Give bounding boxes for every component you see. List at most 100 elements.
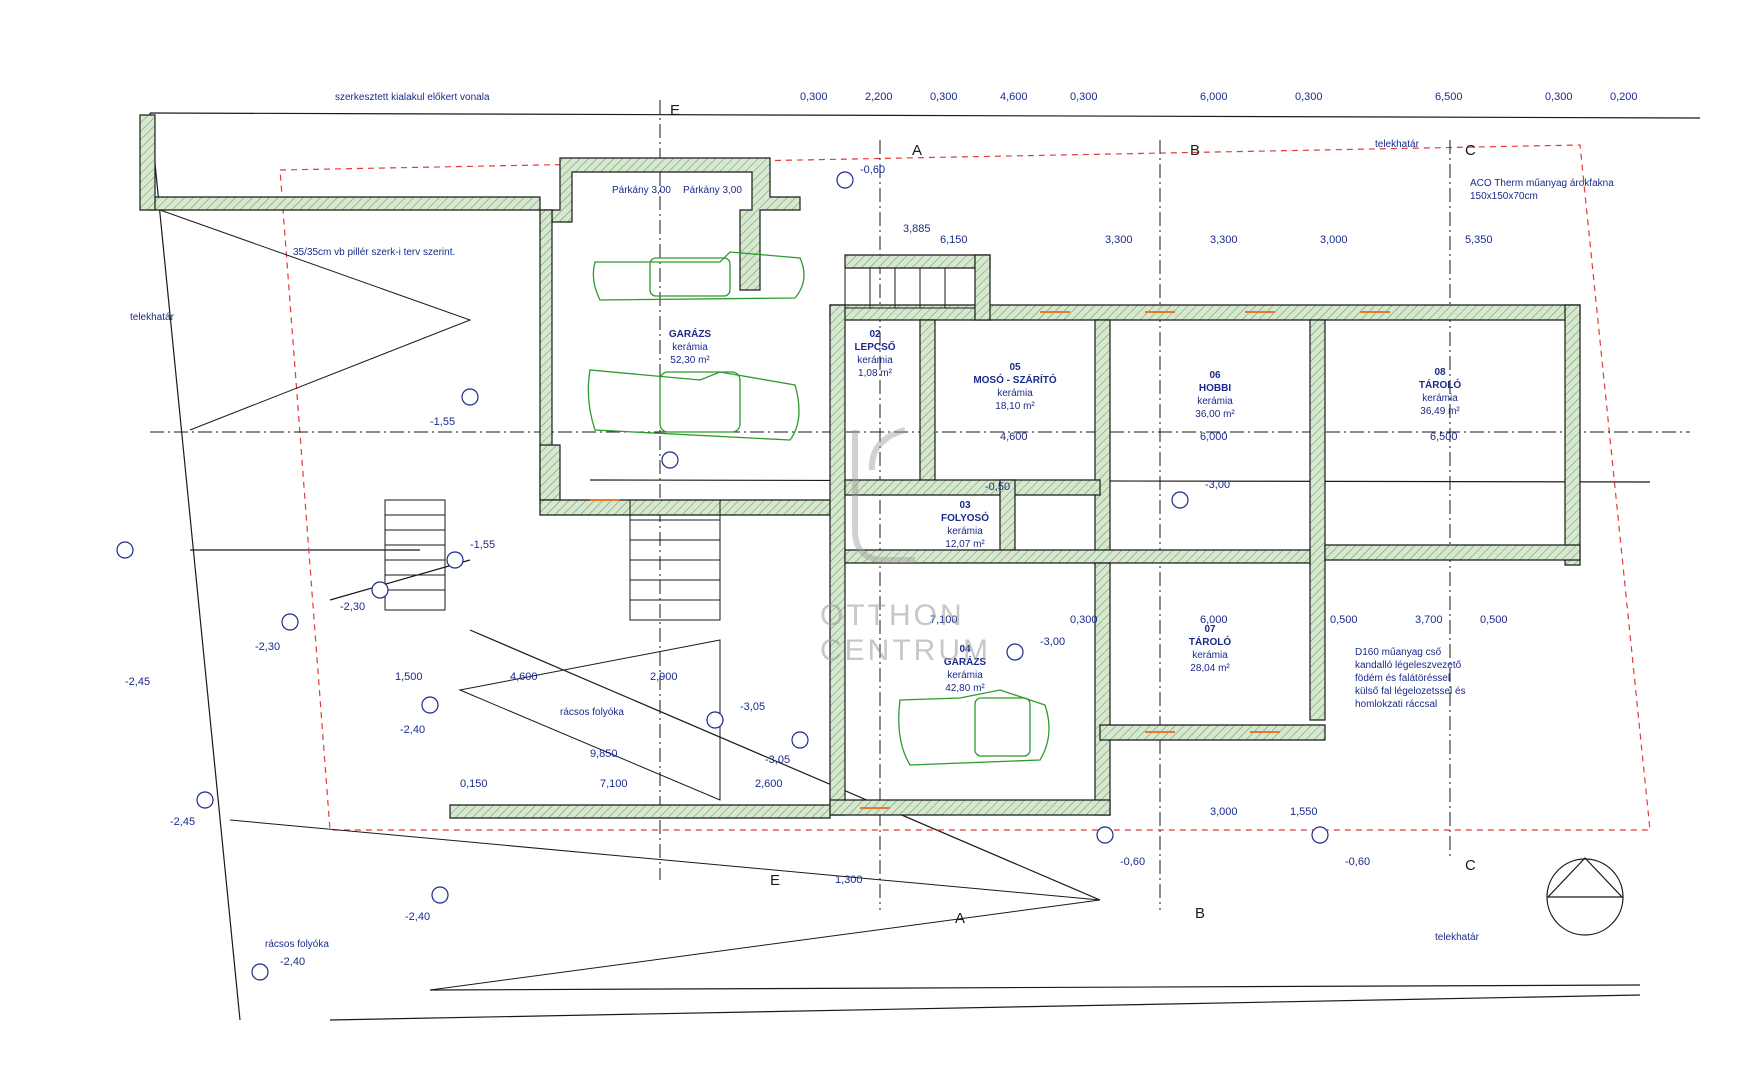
dim-label: 2,600 [755,778,783,790]
plot-boundary-lines [149,112,1701,1021]
room-moso: 05 MOSÓ - SZÁRÍTÓ kerámia 18,10 m² [973,362,1057,412]
dim-label: 0,300 [1545,91,1573,103]
dim-label: 7,100 [930,614,958,626]
dim-label: 3,700 [1415,614,1443,626]
room-garazs-4: 04 GARÁZS kerámia 42,80 m² [944,644,987,694]
dim-label: 0,150 [460,778,488,790]
dim-label: 2,200 [865,91,893,103]
room-area: 12,07 m² [945,539,985,550]
level-label: -2,45 [125,676,150,688]
axis-label-a-top: A [912,142,922,159]
room-finish: kerámia [947,670,983,681]
room-number: 02 [869,329,881,340]
axis-label-b-bottom: B [1195,905,1205,922]
room-name: MOSÓ - SZÁRÍTÓ [973,373,1057,386]
level-label: -2,45 [170,816,195,828]
level-label: -1,55 [470,539,495,551]
room-finish: kerámia [857,355,893,366]
room-finish: kerámia [1197,396,1233,407]
dim-label: 0,300 [1295,91,1323,103]
dim-label: 0,200 [1610,91,1638,103]
room-area: 36,00 m² [1195,409,1235,420]
note-aco-2: 150x150x70cm [1470,191,1538,202]
car-drawings [587,251,1050,766]
dim-label: 6,000 [1200,614,1228,626]
dim-label: 4,600 [1000,431,1028,443]
dim-label: 6,000 [1200,431,1228,443]
dim-label: 3,300 [1105,234,1133,246]
dim-label: 7,100 [600,778,628,790]
room-number: 04 [959,644,971,655]
room-tarolo-8: 08 TÁROLÓ kerámia 36,49 m² [1419,367,1461,417]
level-label: -0,60 [1345,856,1370,868]
level-labels: -1,55 -1,55 -2,30 -2,30 -2,45 -2,45 -2,4… [125,164,1370,968]
dim-label: 0,500 [1330,614,1358,626]
level-label: -1,55 [430,416,455,428]
building-walls [139,114,1581,819]
room-number: 07 [1204,624,1216,635]
room-finish: kerámia [672,342,708,353]
room-name: GARÁZS [669,327,712,340]
axis-grid-lines [150,100,1690,910]
room-labels: GARÁZS kerámia 52,30 m² 02 LEPCSŐ kerámi… [669,327,1461,694]
note-d160-2: kandalló légeleszvezető [1355,660,1462,671]
stair-lines [384,267,976,621]
dim-label: 4,600 [510,671,538,683]
dim-label: 6,000 [1200,91,1228,103]
window-markers [590,311,1390,809]
room-folyoso: 03 FOLYOSÓ kerámia 12,07 m² [941,500,989,550]
level-label: -2,30 [255,641,280,653]
note-telekhatar-bottom: telekhatár [1435,932,1480,943]
note-pillar: 35/35cm vb pillér szerk-i terv szerint. [293,247,455,258]
axis-labels: A A B B C C E E [670,102,1476,927]
room-area: 42,80 m² [945,683,985,694]
axis-label-a-bottom: A [955,910,965,927]
room-area: 18,10 m² [995,401,1035,412]
note-parkany-2: Párkány 3,00 [683,185,742,196]
dim-label: 4,600 [1000,91,1028,103]
room-number: 03 [959,500,971,511]
axis-label-e-bottom: E [770,872,780,889]
room-area: 1,08 m² [858,368,893,379]
level-label: -0,60 [860,164,885,176]
note-d160-5: homlokzati ráccsal [1355,699,1437,710]
dim-label: 0,300 [800,91,828,103]
axis-label-c-bottom: C [1465,857,1476,874]
room-number: 08 [1434,367,1446,378]
room-finish: kerámia [1422,393,1458,404]
top-dimension-labels: 0,300 2,200 0,300 4,600 0,300 6,000 0,30… [800,91,1638,103]
axis-label-e-top: E [670,102,680,119]
level-label: -3,00 [1205,479,1230,491]
dim-label: 2,900 [650,671,678,683]
dim-label: 0,500 [1480,614,1508,626]
level-label: -3,00 [1040,636,1065,648]
dim-label: 3,000 [1320,234,1348,246]
note-telekhatar-left: telekhatár [130,312,175,323]
north-arrow-icon [1546,857,1624,936]
room-area: 28,04 m² [1190,663,1230,674]
note-d160-4: külső fal légelozetssel és [1355,686,1466,697]
dim-label: 6,150 [940,234,968,246]
dim-label: 0,300 [1070,91,1098,103]
room-area: 36,49 m² [1420,406,1460,417]
room-name: TÁROLÓ [1189,635,1231,648]
watermark-line-2: CENTRUM [820,634,991,667]
level-label: -2,40 [280,956,305,968]
note-racsos-2: rácsos folyóka [265,939,329,950]
dim-label: 0,300 [930,91,958,103]
room-number: 06 [1209,370,1221,381]
level-label: -2,40 [405,911,430,923]
level-label: -3,05 [765,754,790,766]
note-parkany-1: Párkány 3,00 [612,185,671,196]
watermark-line-1: OTTHON [820,599,965,632]
room-finish: kerámia [947,526,983,537]
room-tarolo-7: 07 TÁROLÓ kerámia 28,04 m² [1189,624,1231,674]
dim-label: 1,500 [395,671,423,683]
room-name: HOBBI [1199,383,1231,394]
dim-label: 6,500 [1435,91,1463,103]
note-racsos-1: rácsos folyóka [560,707,624,718]
level-label: -2,30 [340,601,365,613]
dim-label: 9,850 [590,748,618,760]
axis-label-c-top: C [1465,142,1476,159]
